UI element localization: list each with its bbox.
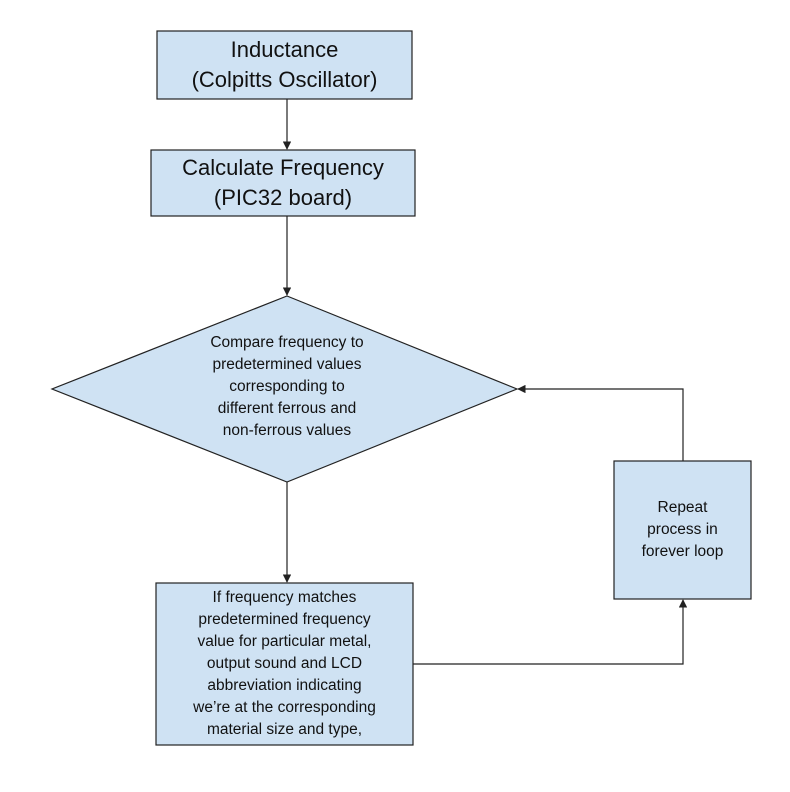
node-match-label: If frequency matches predetermined frequ…: [193, 589, 376, 738]
node-match-box: [155, 582, 414, 746]
node-compare-label: Compare frequency to predetermined value…: [210, 334, 364, 439]
node-inductance-box: [156, 30, 413, 100]
node-calculate-frequency-label: Calculate Frequency (PIC32 board): [182, 155, 384, 210]
arrow-match-to-repeat: [413, 599, 688, 665]
node-inductance-label: Inductance (Colpitts Oscillator): [191, 37, 378, 92]
node-repeat-box: [613, 460, 752, 600]
arrow-repeat-to-compare: [517, 384, 684, 461]
node-calculate-frequency-box: [150, 149, 416, 217]
node-repeat-label: Repeat process in forever loop: [641, 499, 724, 560]
